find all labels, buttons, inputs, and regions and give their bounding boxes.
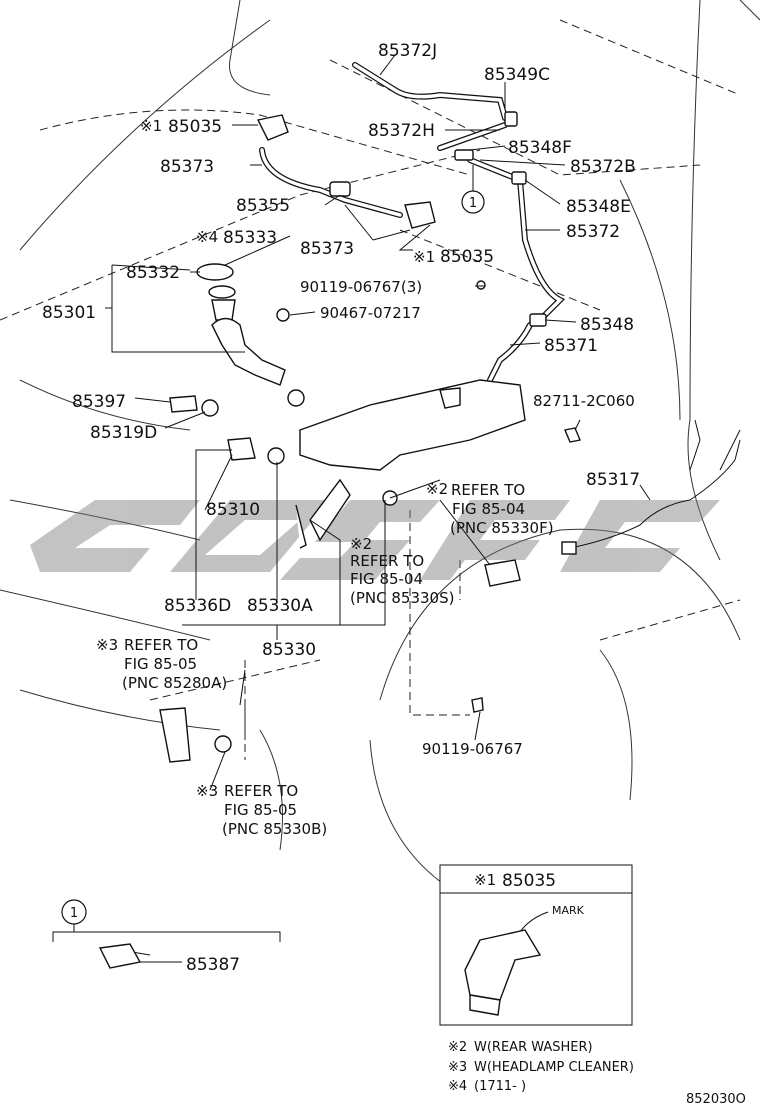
part-prefix: ※1 xyxy=(413,248,435,266)
part-number: 85310 xyxy=(206,500,260,520)
part-number: 90119-06767(3) xyxy=(300,278,422,296)
ref-line: REFER TO xyxy=(350,552,424,570)
group-1: 1 xyxy=(52,899,281,969)
ref-line: FIG 85-05 xyxy=(124,655,197,673)
ref-prefix: ※2 xyxy=(350,535,372,553)
leader-lines xyxy=(119,54,651,956)
part-number: 85317 xyxy=(586,470,640,490)
ref-prefix: ※3 xyxy=(96,636,118,654)
part-number: 85373 xyxy=(160,157,214,177)
legend-key: ※4 xyxy=(448,1079,467,1094)
inset-title-prefix: ※1 xyxy=(474,871,496,889)
part-number: 85349C xyxy=(484,65,550,85)
part-number: 85319D xyxy=(90,423,157,443)
part-number: 85372B xyxy=(570,157,636,177)
washer-hoses xyxy=(259,62,566,383)
part-number: 85348F xyxy=(508,138,572,158)
group-1-number: 1 xyxy=(70,906,78,921)
part-number: 85333 xyxy=(223,228,277,248)
legend: ※2 W(REAR WASHER) ※3 W(HEADLAMP CLEANER)… xyxy=(448,1040,634,1094)
part-labels: 85372J 85349C ※1 85035 85372H 85348F 853… xyxy=(42,41,640,975)
ref-line: (PNC 85330F) xyxy=(450,519,554,537)
part-prefix: ※4 xyxy=(196,228,218,246)
part-number: 85397 xyxy=(72,392,126,412)
ref-line: REFER TO xyxy=(124,636,198,654)
callout-circle: 1 xyxy=(461,165,485,214)
small-parts xyxy=(159,389,581,763)
vehicle-outline xyxy=(0,0,760,921)
part-number: 85301 xyxy=(42,303,96,323)
part-prefix: ※1 xyxy=(140,117,162,135)
part-number: 85373 xyxy=(300,239,354,259)
part-number: 90119-06767 xyxy=(422,740,523,758)
ref-line: (PNC 85280A) xyxy=(122,674,227,692)
figure-code: 852030O xyxy=(686,1092,746,1107)
inset-title: 85035 xyxy=(502,871,556,891)
inset-mark-label: MARK xyxy=(552,904,585,917)
part-number: 85348 xyxy=(580,315,634,335)
ref-line: REFER TO xyxy=(224,782,298,800)
part-number: 85371 xyxy=(544,336,598,356)
wire-harness xyxy=(561,419,741,555)
callout-circle-number: 1 xyxy=(469,196,477,211)
part-number: 85332 xyxy=(126,263,180,283)
ref-line: FIG 85-05 xyxy=(224,801,297,819)
legend-key: ※3 xyxy=(448,1060,467,1075)
reference-notes: ※2 REFER TO FIG 85-04 (PNC 85330F) ※2 RE… xyxy=(96,480,554,838)
legend-text: W(HEADLAMP CLEANER) xyxy=(474,1060,634,1075)
part-number: 85372H xyxy=(368,121,435,141)
ref-line: REFER TO xyxy=(451,481,525,499)
ref-line: FIG 85-04 xyxy=(452,500,525,518)
inset-box: ※1 85035 MARK xyxy=(439,864,633,1026)
ref-prefix: ※3 xyxy=(196,782,218,800)
filler-neck xyxy=(196,263,486,386)
watermark-logo xyxy=(30,500,720,580)
legend-text: (1711- ) xyxy=(474,1079,526,1094)
part-number: 85035 xyxy=(440,247,494,267)
part-number: 85336D xyxy=(164,596,231,616)
legend-key: ※2 xyxy=(448,1040,467,1055)
ref-line: (PNC 85330B) xyxy=(222,820,327,838)
part-number: 85372J xyxy=(378,41,437,61)
part-number: 85330A xyxy=(247,596,313,616)
part-number: 85330 xyxy=(262,640,316,660)
legend-text: W(REAR WASHER) xyxy=(474,1040,593,1055)
washer-nozzles xyxy=(256,111,547,327)
part-number: 85035 xyxy=(168,117,222,137)
part-number: 82711-2C060 xyxy=(533,392,635,410)
ref-line: (PNC 85330S) xyxy=(350,589,454,607)
ref-line: FIG 85-04 xyxy=(350,570,423,588)
part-number: 85348E xyxy=(566,197,631,217)
part-number: 85355 xyxy=(236,196,290,216)
ref-prefix: ※2 xyxy=(426,480,448,498)
part-number: 85372 xyxy=(566,222,620,242)
washer-reservoir xyxy=(295,379,526,549)
part-number: 85387 xyxy=(186,955,240,975)
part-number: 90467-07217 xyxy=(320,304,421,322)
